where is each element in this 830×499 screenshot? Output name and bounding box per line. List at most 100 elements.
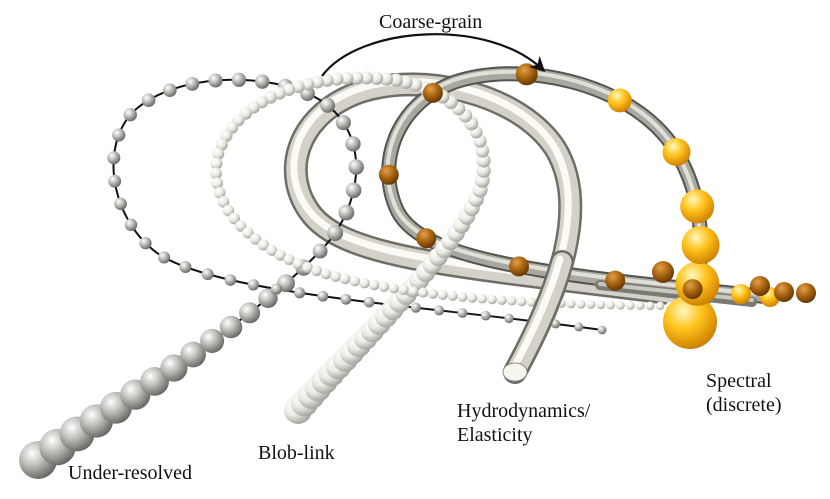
under-resolved-bead: [208, 73, 223, 88]
blob-link-bead: [359, 277, 370, 289]
under-resolved-bead: [345, 136, 361, 152]
spectral-bead: [662, 138, 691, 167]
under-resolved-bead: [434, 305, 445, 316]
blob-link-bead: [360, 71, 374, 85]
under-resolved-bead: [124, 218, 138, 232]
spectral-bead: [680, 189, 715, 224]
blob-link-bead: [476, 163, 491, 178]
under-resolved-bead: [363, 296, 375, 308]
blob-link-bead: [228, 212, 240, 225]
under-resolved-bead: [327, 225, 344, 241]
blob-link-bead: [586, 300, 596, 309]
blob-link-bead: [339, 273, 351, 285]
blob-link-bead: [645, 301, 655, 311]
hydrodynamics-filament: [283, 72, 712, 384]
blob-link-bead: [215, 138, 228, 151]
under-resolved-bead: [504, 313, 514, 324]
under-resolved-bead: [480, 310, 491, 321]
blob-link-bead: [467, 293, 478, 303]
under-resolved-bead: [112, 128, 126, 142]
under-resolved-bead: [231, 72, 247, 87]
blob-link-bead: [213, 186, 226, 199]
blob-link-bead: [283, 254, 295, 266]
under-resolved-bead: [158, 251, 171, 264]
blob-link-bead: [636, 301, 645, 310]
blob-link-chain: [210, 71, 675, 424]
spectral-bead: [663, 295, 717, 349]
under-resolved-bead: [162, 83, 177, 98]
blob-link-bead: [222, 204, 235, 217]
under-resolved-bead: [338, 204, 355, 221]
under-resolved-bead: [247, 279, 260, 291]
under-resolved-bead: [108, 174, 122, 188]
under-resolved-bead: [140, 367, 169, 396]
blob-link-bead: [291, 80, 305, 94]
blob-link-bead: [320, 268, 332, 280]
blob-link-bead: [596, 300, 606, 310]
blob-link-bead: [457, 292, 468, 302]
under-resolved-bead: [270, 283, 283, 295]
spectral-bead: [607, 88, 632, 113]
blob-link-bead: [292, 258, 304, 270]
blob-link-bead: [257, 239, 270, 251]
blob-link-bead: [576, 299, 586, 309]
under-resolved-bead: [574, 322, 584, 332]
blob-link-bead: [242, 227, 254, 239]
spectral-bead: [796, 283, 816, 303]
under-resolved-bead: [160, 354, 188, 382]
under-resolved-bead: [255, 74, 270, 89]
spectral-bead: [682, 279, 703, 300]
blob-link-bead: [330, 271, 342, 282]
under-resolved-bead: [410, 302, 421, 313]
spectral-discrete-label: Spectral (discrete): [706, 369, 782, 417]
blob-link-bead: [487, 294, 497, 305]
under-resolved-bead: [139, 236, 152, 250]
under-resolved-bead: [200, 328, 225, 353]
under-resolved-bead: [317, 290, 329, 302]
blob-link-bead: [497, 295, 507, 305]
blob-link-bead: [210, 167, 223, 180]
under-resolved-bead: [180, 341, 206, 368]
under-resolved-bead: [300, 86, 315, 101]
under-resolved-bead: [345, 182, 362, 199]
spectral-bead: [652, 261, 674, 283]
blob-link-bead: [566, 299, 576, 309]
blob-link-bead: [330, 72, 344, 86]
hydrodynamics-elasticity-label: Hydrodynamics/ Elasticity: [457, 399, 590, 447]
hydrodynamics-label-line2: Elasticity: [457, 424, 533, 446]
blob-link-bead: [369, 279, 380, 291]
blob-link-bead: [398, 284, 409, 296]
under-resolved-bead: [107, 151, 121, 165]
blob-link-bead: [217, 196, 230, 208]
under-resolved-bead: [224, 274, 237, 286]
spectral-bead: [774, 282, 794, 302]
blob-link-bead: [427, 288, 439, 299]
blob-link-bead: [211, 177, 224, 190]
blob-link-bead: [389, 73, 403, 87]
under-resolved-bead: [123, 108, 137, 122]
under-resolved-bead: [201, 268, 214, 281]
blob-link-bead: [437, 290, 448, 300]
blob-link-bead: [626, 301, 635, 310]
blob-link-bead: [210, 157, 223, 170]
spectral-label-line2: (discrete): [706, 394, 782, 416]
blob-link-bead: [616, 300, 625, 310]
spectral-bead: [605, 270, 626, 291]
coarse-grain-label: Coarse-grain: [379, 11, 483, 33]
blob-link-bead: [274, 249, 286, 261]
blob-link-bead: [234, 220, 247, 232]
under-resolved-bead: [294, 287, 306, 299]
spectral-bead: [731, 284, 751, 305]
under-resolved-label: Under-resolved: [68, 462, 192, 484]
hydrodynamics-filament-front: [502, 250, 574, 384]
under-resolved-bead: [550, 319, 561, 329]
blob-link-bead: [379, 72, 394, 86]
blob-link-label: Blob-link: [258, 442, 335, 464]
spectral-bead: [681, 226, 720, 265]
under-resolved-bead: [239, 302, 261, 324]
spectral-bead: [750, 276, 770, 296]
blob-link-bead: [388, 283, 399, 294]
blob-link-bead: [655, 301, 665, 311]
blob-link-bead: [212, 147, 225, 160]
under-resolved-bead: [348, 159, 364, 175]
